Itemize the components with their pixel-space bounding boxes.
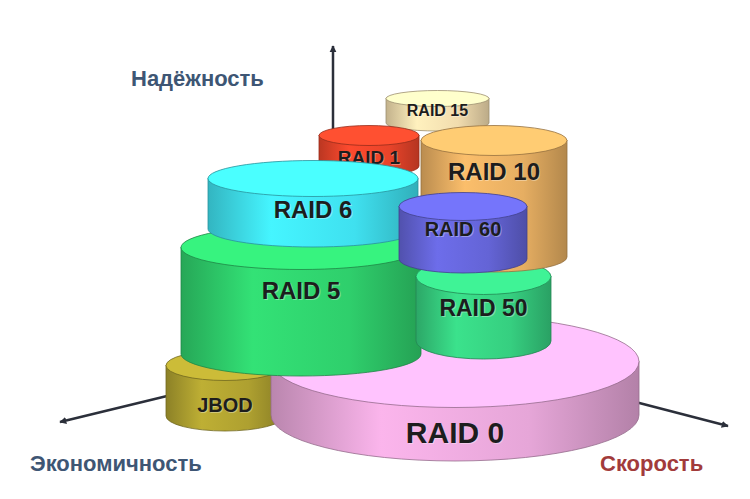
raid-label: RAID 0 [270,416,640,449]
raid-label: RAID 60 [398,218,528,240]
cylinder-top [166,351,284,381]
raid-cylinder: RAID 50 [415,258,552,360]
axis-label: Надёжность [131,66,264,92]
cylinder-top [399,193,527,221]
cylinder-top [181,226,421,270]
cylinder-top [421,126,567,156]
raid-cylinder: RAID 6 [207,160,419,248]
reliability-axis [332,46,335,140]
raid-label: JBOD [165,394,285,416]
raid-label: RAID 6 [207,197,419,223]
axis-label: Скорость [600,451,703,477]
raid-label: RAID 15 [385,102,490,120]
raid-cylinder: RAID 60 [398,192,528,274]
raid-cylinder: RAID 5 [180,225,422,377]
axis-label: Экономичность [30,451,202,477]
cylinder-top [319,126,419,146]
raid-label: RAID 50 [415,296,552,321]
raid-label: RAID 10 [420,159,568,185]
raid-label: RAID 5 [180,278,422,304]
cylinder-top [271,316,639,408]
cylinder-top [208,161,418,197]
cylinder-top [416,259,551,295]
